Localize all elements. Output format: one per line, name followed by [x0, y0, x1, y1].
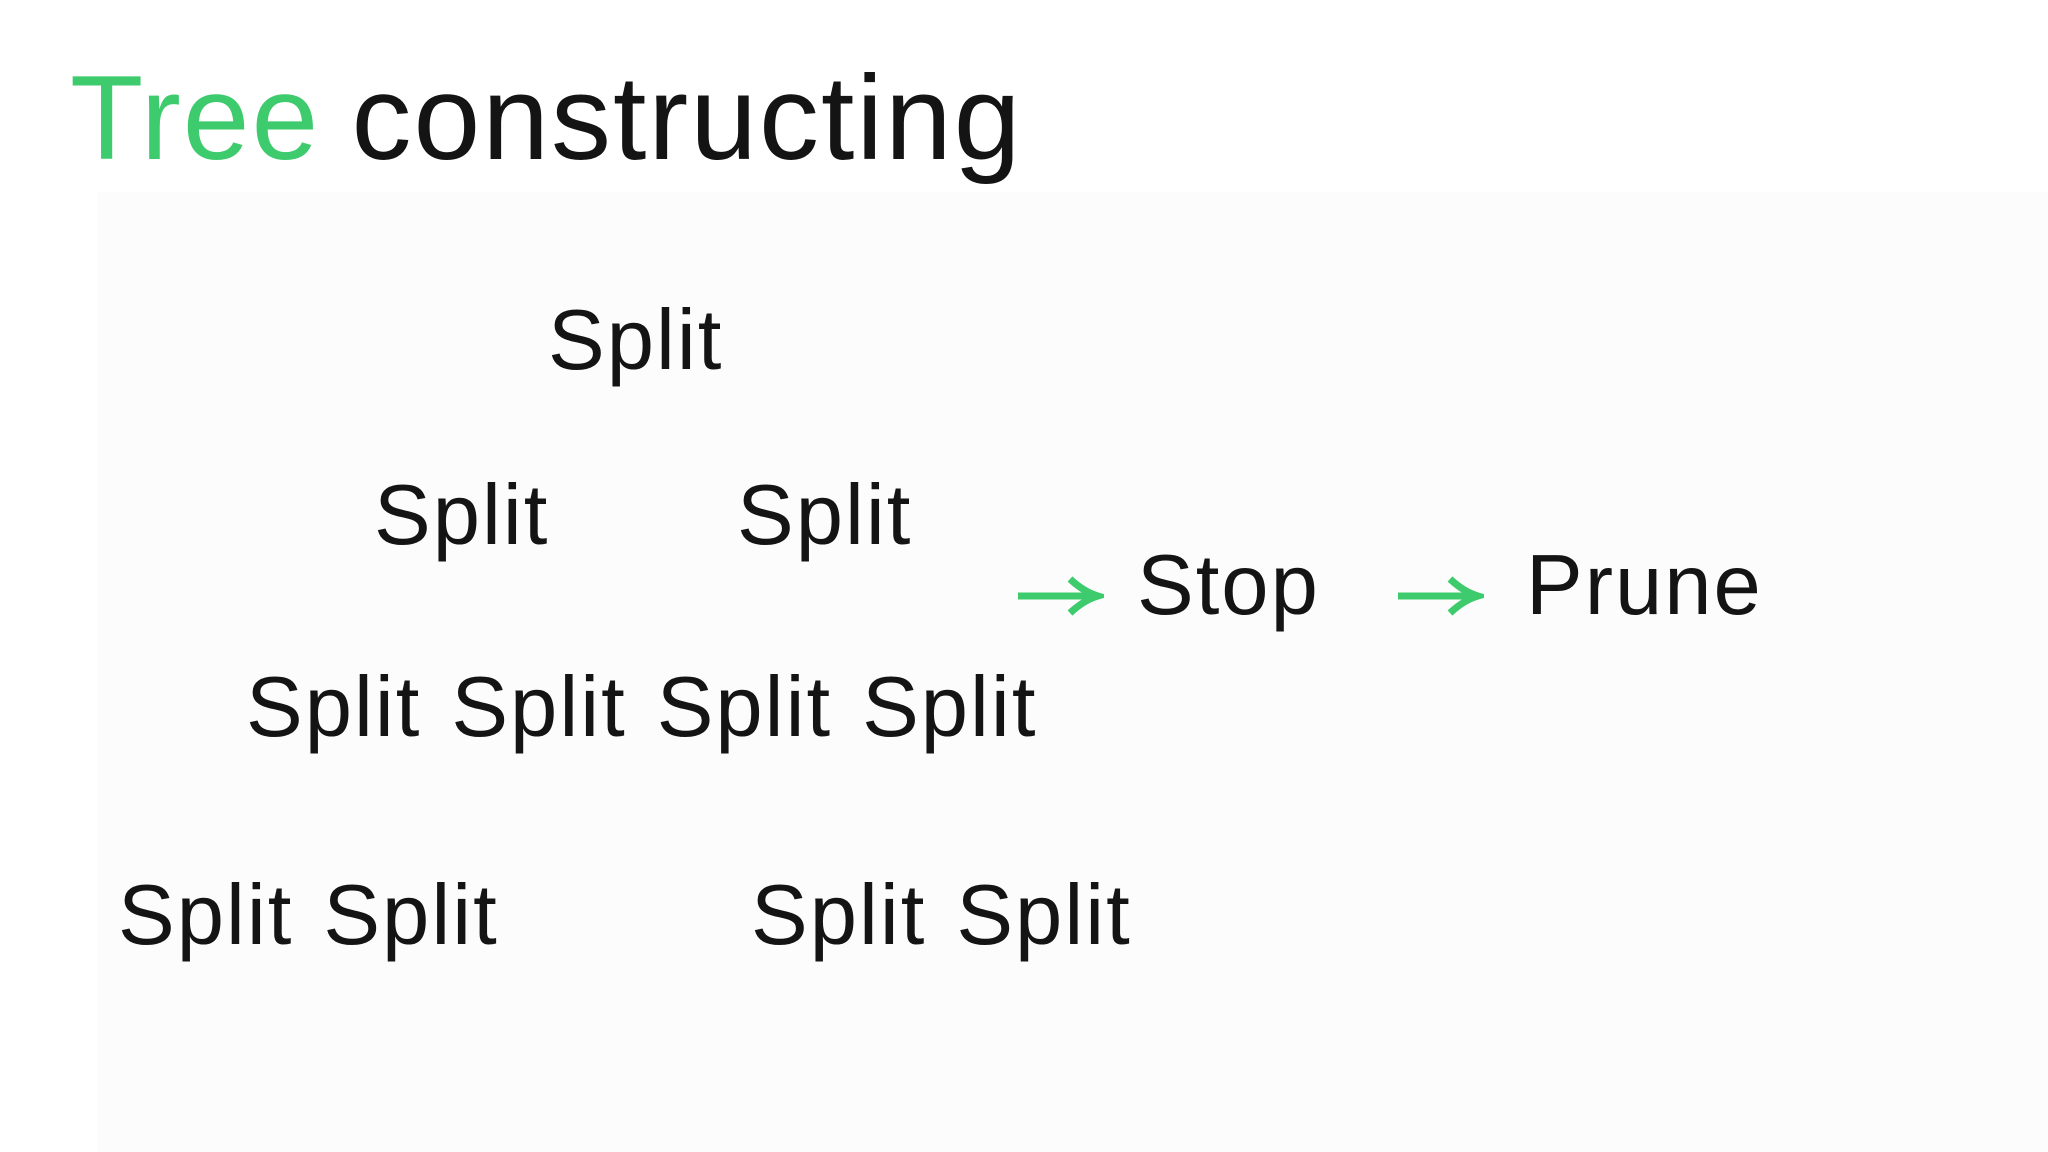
prune-label: Prune — [1526, 538, 1763, 633]
tree-level-4-right: Split Split — [751, 873, 1132, 958]
right-arrow-icon — [1398, 576, 1484, 616]
title-highlight: Tree — [70, 51, 321, 185]
tree-node: Split — [323, 868, 499, 963]
tree-node: Split — [246, 660, 422, 755]
tree-node: Split — [956, 868, 1132, 963]
tree-level-4-left: Split Split — [118, 873, 499, 958]
tree-node: Split — [751, 868, 927, 963]
right-arrow-icon — [1018, 576, 1104, 616]
tree-node: Split — [118, 868, 294, 963]
title-rest: constructing — [351, 51, 1023, 185]
tree-node: Split — [737, 468, 913, 563]
stop-label: Stop — [1137, 538, 1320, 633]
content-placeholder — [97, 192, 2048, 1152]
tree-node: Split — [656, 660, 833, 755]
tree-node-root: Split — [548, 293, 724, 388]
tree-node: Split — [862, 660, 1038, 755]
tree-node: Split — [374, 468, 550, 563]
tree-node: Split — [451, 660, 627, 755]
tree-level-3: Split Split Split Split — [246, 665, 1037, 750]
